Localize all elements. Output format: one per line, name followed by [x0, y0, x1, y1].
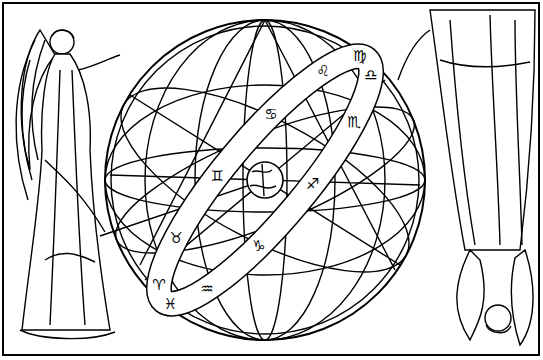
- zodiac-sign: ♓: [163, 296, 178, 311]
- zodiac-sign: ♑: [251, 238, 266, 253]
- zodiac-sign: ♐: [305, 177, 320, 192]
- zodiac-sign: ♒: [199, 282, 214, 297]
- zodiac-sign: ♍: [352, 49, 367, 64]
- zodiac-sign: ♉: [168, 231, 183, 246]
- zodiac-sign: ♏: [346, 114, 361, 129]
- zodiac-sign: ♋: [263, 107, 278, 122]
- zodiac-sign: ♊: [209, 168, 224, 183]
- zodiac-sign: ♎: [363, 68, 378, 83]
- zodiac-sign: ♌: [315, 63, 330, 78]
- zodiac-sign: ♈: [151, 277, 166, 292]
